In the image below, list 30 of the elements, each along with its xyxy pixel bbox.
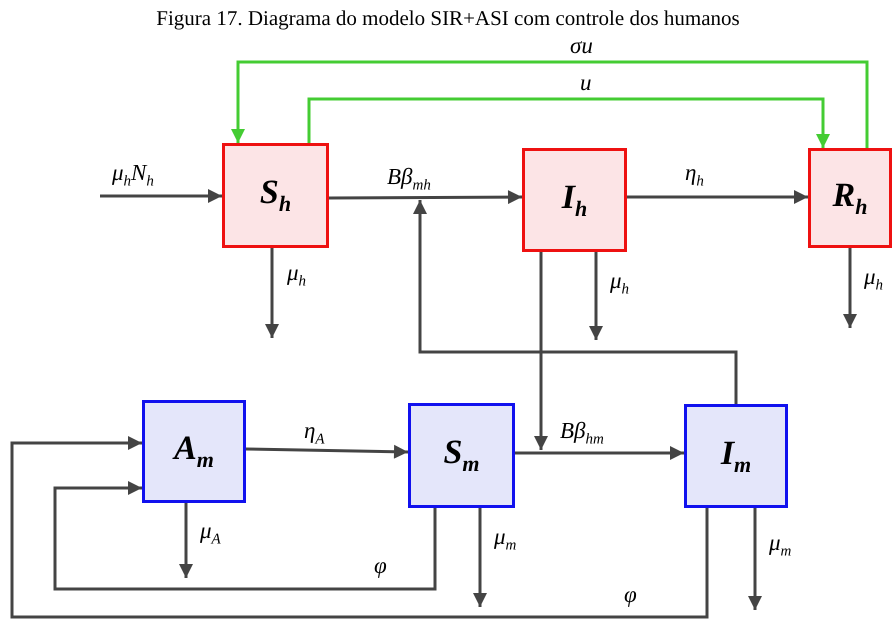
figure-title: Figura 17. Diagrama do modelo SIR+ASI com controle dos humanos xyxy=(155,6,741,31)
compartment-label: I$_{h}$ xyxy=(562,180,588,220)
human-compartment-box xyxy=(522,148,627,252)
arrow xyxy=(627,190,808,204)
arrow xyxy=(100,189,222,203)
mosquito-compartment-box xyxy=(408,403,515,508)
arrow xyxy=(308,98,830,148)
arrow xyxy=(179,503,193,578)
human-compartment-box xyxy=(222,143,329,248)
arrow xyxy=(54,481,436,590)
compartment-label: S$_{h}$ xyxy=(260,176,292,215)
compartment-label: A$_{m}$ xyxy=(174,432,214,471)
mosquito-compartment-box xyxy=(684,404,788,508)
arrow xyxy=(473,508,487,607)
mosquito-compartment-box xyxy=(142,400,246,503)
arrow xyxy=(265,248,279,338)
arrow xyxy=(10,436,708,618)
compartment-label: I$_{m}$ xyxy=(720,436,752,476)
compartment-label: R$_{h}$ xyxy=(832,178,868,218)
arrow xyxy=(534,252,548,450)
arrow xyxy=(748,508,762,610)
arrow xyxy=(246,444,408,459)
arrow xyxy=(515,446,684,460)
arrow xyxy=(589,252,603,340)
arrow xyxy=(329,190,522,204)
arrow xyxy=(231,60,868,148)
arrow xyxy=(413,200,738,404)
arrow xyxy=(843,248,857,328)
human-compartment-box xyxy=(808,148,892,248)
compartment-label: S$_{m}$ xyxy=(443,436,480,475)
